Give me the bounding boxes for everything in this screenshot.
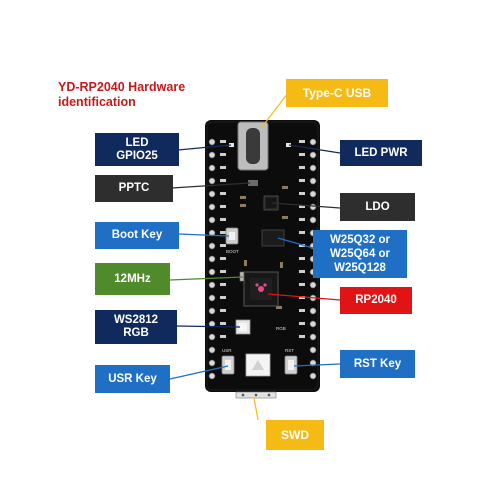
label-usr-key-text: USR Key [108,372,157,385]
pptc-component [248,180,258,186]
label-ldo: LDO [340,193,415,221]
pcb-board [205,120,320,392]
label-crystal-text: 12MHz [114,272,151,285]
label-flash-line3: W25Q128 [334,262,386,274]
flash-chip-component [261,229,285,247]
line-rst-key [293,363,341,367]
line-pptc [171,182,251,189]
label-flash: W25Q32 or W25Q64 or W25Q128 [313,230,407,278]
line-ldo [271,202,341,209]
label-led-gpio25-line1: LED [125,136,149,149]
label-led-gpio25-line2: GPIO25 [116,149,158,162]
line-usr-key [169,365,229,380]
rst-silkscreen: RST [285,348,294,353]
rp2040-logo [255,283,267,292]
label-pptc-text: PPTC [118,182,150,194]
title-line-2: identification [58,95,136,109]
label-pptc: PPTC [95,175,173,202]
line-rp2040 [267,293,341,301]
label-rp2040: RP2040 [340,287,412,314]
label-ws2812: WS2812 RGB [95,310,177,344]
title-line-1: YD-RP2040 Hardware [58,80,186,94]
label-flash-line1: W25Q32 or [329,234,391,246]
label-led-gpio25: LED GPIO25 [95,133,179,166]
passive-components [240,186,288,309]
label-ws2812-line1: WS2812 [113,314,159,326]
label-flash-line2: W25Q64 or [329,248,391,260]
led-gpio25-component [229,143,234,147]
label-swd: SWD [266,420,324,450]
left-pin-header [208,138,216,380]
pin-silkscreen-marks [220,140,305,338]
label-crystal: 12MHz [95,263,170,295]
line-swd [253,397,259,421]
label-boot-key-text: Boot Key [111,229,163,241]
line-flash [277,237,314,249]
rgb-silkscreen: RGB [276,326,286,331]
label-rst-key-text: RST Key [353,357,402,370]
boot-silkscreen: BOOT [226,249,239,254]
led-pwr-component [286,143,291,147]
label-ldo-text: LDO [365,200,390,213]
label-led-pwr: LED PWR [340,140,422,166]
line-type-c [261,92,289,128]
label-rst-key: RST Key [340,350,415,378]
diagram-title: YD-RP2040 Hardware identification [58,80,233,110]
label-type-c-usb: Type-C USB [286,79,388,107]
line-led-gpio25 [177,144,232,151]
line-ws2812 [175,325,241,328]
usr-silkscreen: USR [222,348,232,353]
line-boot-key [177,233,230,237]
label-rp2040-text: RP2040 [355,294,397,306]
label-type-c-usb-text: Type-C USB [302,85,372,100]
usb-c-opening [246,128,260,164]
label-usr-key: USR Key [95,365,170,393]
label-boot-key: Boot Key [95,222,179,249]
line-led-pwr [288,144,341,154]
label-swd-text: SWD [281,427,309,442]
line-crystal [169,276,244,281]
label-ws2812-line2: RGB [123,327,149,339]
label-led-pwr-text: LED PWR [354,146,408,159]
